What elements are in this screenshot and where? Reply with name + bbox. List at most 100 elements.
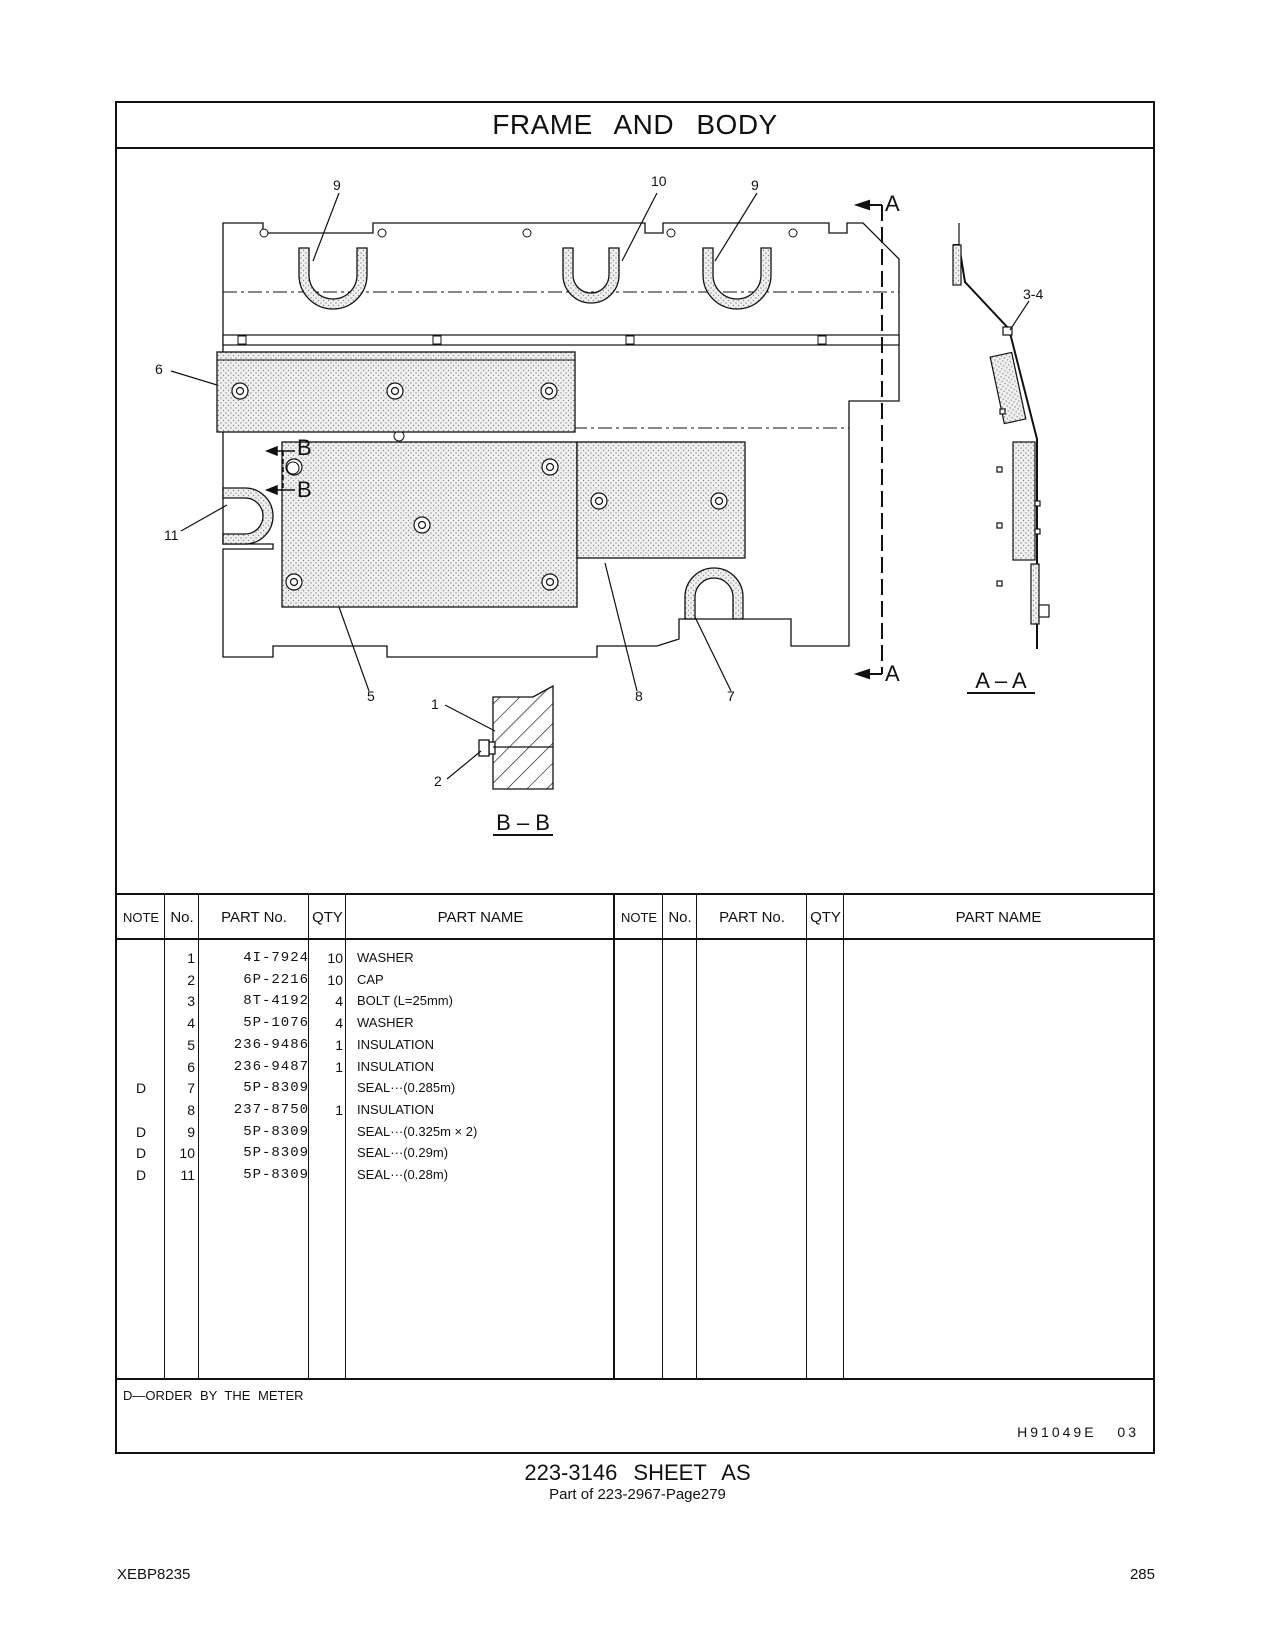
section-mark-b-bottom: B [297, 477, 312, 502]
row-part-number: 4I-7924 [243, 950, 309, 966]
header-note-right: NOTE [615, 895, 663, 940]
row-part-number: 5P-1076 [243, 1015, 309, 1032]
row-part-number: 5P-8309 [243, 1080, 309, 1097]
parts-table: NOTE No. PART No. QTY PART NAME NOTE No.… [117, 893, 1153, 1380]
page-title: FRAME AND BODY [117, 103, 1153, 149]
row-qty: 1 [335, 1058, 343, 1075]
doc-code: XEBP8235 [117, 1566, 191, 1583]
section-b-marker [264, 445, 295, 496]
row-note: D [135, 1080, 147, 1097]
row-part-name: SEAL···(0.325m × 2) [357, 1123, 478, 1139]
technical-drawing: 9 10 9 6 11 5 8 7 1 2 3-4 A A B B A – A … [117, 149, 1153, 893]
row-part-number: 237-8750 [233, 1101, 309, 1118]
row-part-number: 5P-8309 [243, 1167, 309, 1183]
header-partno-right: PART No. [697, 895, 807, 940]
header-no-left: No. [165, 895, 199, 940]
row-note: D [135, 1167, 147, 1183]
table-row: 6 236-9487 1 INSULATION [117, 1056, 615, 1078]
callout-6: 6 [155, 361, 163, 377]
row-qty: 1 [335, 1036, 343, 1053]
leader-lines [170, 192, 1030, 780]
view-label-a-a: A – A [975, 668, 1027, 693]
row-qty: 4 [335, 993, 343, 1010]
callout-9b: 9 [751, 177, 759, 193]
row-number: 6 [187, 1058, 195, 1075]
row-qty: 10 [327, 971, 343, 988]
header-no-right: No. [663, 895, 697, 940]
row-part-name: INSULATION [357, 1036, 435, 1052]
row-number: 2 [187, 971, 195, 988]
callout-1: 1 [431, 696, 439, 712]
table-row: D 7 5P-8309 SEAL···(0.285m) [117, 1077, 615, 1099]
table-row: 8 237-8750 1 INSULATION [117, 1099, 615, 1121]
callout-2: 2 [434, 773, 442, 789]
row-part-name: SEAL···(0.285m) [357, 1080, 456, 1096]
row-part-number: 5P-8309 [243, 1145, 309, 1162]
insulation-fasteners [231, 382, 728, 591]
row-qty: 1 [335, 1101, 343, 1118]
table-row: 3 8T-4192 4 BOLT (L=25mm) [117, 990, 615, 1012]
row-note: D [135, 1145, 147, 1162]
row-part-number: 236-9487 [233, 1058, 309, 1075]
row-qty: 10 [327, 950, 343, 966]
row-part-name: INSULATION [357, 1058, 435, 1074]
table-row: 4 5P-1076 4 WASHER [117, 1012, 615, 1034]
table-row: D 11 5P-8309 SEAL···(0.28m) [117, 1164, 615, 1186]
flange-bolts [237, 335, 827, 345]
row-number: 8 [187, 1101, 195, 1118]
sheet-subcaption: Part of 223-2967-Page279 [549, 1486, 726, 1503]
section-mark-a-bottom: A [885, 661, 900, 686]
row-part-name: SEAL···(0.28m) [357, 1167, 449, 1182]
header-note-left: NOTE [117, 895, 165, 940]
callout-5: 5 [367, 688, 375, 704]
row-part-name: WASHER [357, 950, 414, 965]
row-part-name: BOLT (L=25mm) [357, 993, 453, 1009]
callout-10: 10 [651, 173, 667, 189]
drawing-svg: 9 10 9 6 11 5 8 7 1 2 3-4 A A B B A – A … [155, 173, 1050, 836]
row-number: 11 [180, 1167, 195, 1183]
row-part-number: 5P-8309 [243, 1123, 309, 1140]
page-number: 285 [1129, 1566, 1155, 1583]
row-part-number: 6P-2216 [243, 971, 309, 988]
row-part-name: WASHER [357, 1015, 414, 1031]
row-part-number: 236-9486 [233, 1036, 309, 1053]
row-number: 10 [179, 1145, 195, 1162]
row-number: 7 [187, 1080, 195, 1097]
header-partno-left: PART No. [199, 895, 309, 940]
callout-9a: 9 [333, 177, 341, 193]
header-partname-left: PART NAME [346, 895, 615, 940]
row-part-name: SEAL···(0.29m) [357, 1145, 449, 1161]
section-mark-b-top: B [297, 435, 312, 460]
header-qty-right: QTY [807, 895, 844, 940]
callout-7: 7 [727, 688, 735, 704]
table-row: 2 6P-2216 10 CAP [117, 969, 615, 991]
row-part-name: INSULATION [357, 1101, 435, 1117]
row-part-number: 8T-4192 [243, 993, 309, 1010]
seal-u-shapes [222, 247, 772, 620]
section-a-view [952, 223, 1050, 649]
header-qty-left: QTY [309, 895, 346, 940]
callout-11: 11 [164, 527, 179, 543]
table-row: 1 4I-7924 10 WASHER [117, 947, 615, 969]
section-mark-a-top: A [885, 191, 900, 216]
legend-text: D—ORDER BY THE METER [123, 1388, 304, 1403]
sheet-caption: 223-3146 SHEET AS [524, 1460, 751, 1485]
table-footnote: D—ORDER BY THE METER H91049E 03 [117, 1378, 1153, 1452]
row-number: 3 [187, 993, 195, 1010]
callout-8: 8 [635, 688, 643, 704]
table-row: D 10 5P-8309 SEAL···(0.29m) [117, 1142, 615, 1164]
header-partname-right: PART NAME [844, 895, 1153, 940]
row-number: 1 [187, 950, 195, 966]
view-label-b-b: B – B [496, 810, 550, 835]
section-a-line [853, 199, 883, 680]
section-b-view [478, 684, 554, 790]
drawing-frame: FRAME AND BODY [115, 101, 1155, 1454]
row-number: 4 [187, 1015, 195, 1032]
row-qty: 4 [335, 1015, 343, 1032]
row-part-name: CAP [357, 971, 384, 987]
callout-3-4: 3-4 [1023, 286, 1043, 302]
row-note: D [135, 1123, 147, 1140]
drawing-code: H91049E 03 [1017, 1424, 1139, 1440]
